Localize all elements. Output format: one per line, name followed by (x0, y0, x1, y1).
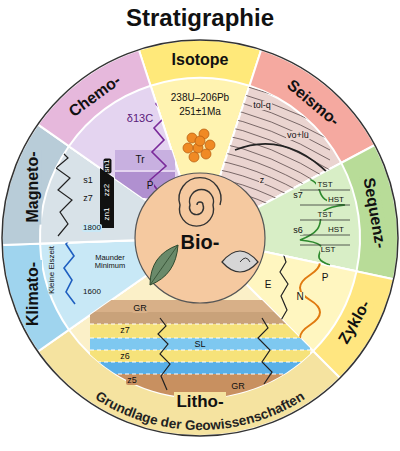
heading-text: Klimato- (24, 262, 41, 326)
caption: Grundlage der Geowissenschaften (93, 388, 307, 433)
magnetic-log (56, 150, 114, 236)
polarity-bar (100, 152, 114, 228)
section-label: zz2 (103, 183, 111, 197)
climate-curve-line (64, 222, 76, 304)
section-label: E (264, 280, 273, 290)
section-label: SL (193, 340, 206, 349)
sequence-boundary (300, 235, 350, 236)
stratum (90, 350, 310, 362)
sector-heading: Litho- (174, 392, 225, 411)
gamma-log (158, 318, 170, 390)
title: Stratigraphie (126, 6, 274, 30)
section-label: P (321, 273, 330, 283)
section-label: Kleine Eiszeit (48, 245, 56, 295)
leaf-vein (150, 245, 178, 285)
sequence-boundary (300, 190, 350, 191)
nucleon (189, 152, 199, 162)
section-label: 1800 (82, 224, 102, 232)
section-label: N (295, 292, 304, 302)
sector-heading: Isotope (170, 51, 231, 69)
section-label: Tr (134, 155, 145, 165)
sequence-boundary (300, 205, 350, 206)
section-label: z6 (119, 352, 131, 361)
climate-curve (64, 222, 76, 304)
ammonite (179, 178, 221, 226)
section-label: z7 (119, 326, 131, 335)
stratum (90, 362, 310, 374)
heading-text: Magneto- (24, 151, 41, 222)
section-label: P (146, 181, 155, 191)
stratum (90, 338, 310, 350)
stratum-boundary (90, 338, 310, 339)
seismic-reflector (215, 115, 330, 160)
section-label: z (259, 176, 266, 185)
shell-fossil (222, 251, 258, 272)
section-label: TST (316, 211, 333, 219)
section-label: GR (132, 304, 148, 313)
seismic-horizon (235, 144, 330, 175)
stratum (90, 312, 310, 324)
nucleon (201, 149, 211, 159)
section-label: δ13C (126, 113, 154, 124)
caption-text-holder: Grundlage der Geowissenschaften (93, 388, 307, 433)
section-label: s1 (82, 176, 94, 185)
sector-heading: Klimato- (24, 260, 42, 328)
sequence-curves (290, 175, 350, 265)
magnetic-curve (56, 150, 72, 236)
section-label: vo+lü (286, 131, 310, 140)
isotope-atom (183, 129, 215, 162)
sequence-boundary (300, 220, 350, 221)
section-label: z5 (126, 376, 138, 385)
section-label: GR (230, 382, 246, 391)
section-label: tol-q (252, 101, 272, 110)
stratum-boundary (90, 362, 310, 363)
section-label: HST (327, 226, 345, 234)
heading-text: Litho- (176, 392, 223, 411)
section-label: TST (316, 181, 333, 189)
section-label: sn1 (103, 159, 111, 174)
seismic-reflector (215, 124, 330, 170)
leaf-fossil (150, 245, 178, 285)
nucleon (205, 140, 215, 150)
section-label: s7 (292, 191, 304, 200)
shell-hinge (240, 258, 250, 262)
wheel-outline (2, 40, 398, 436)
nucleon (195, 136, 205, 146)
stratum-boundary (90, 374, 310, 375)
heading-text: Isotope (172, 51, 229, 68)
section-label: 238U–206Pb (170, 93, 230, 103)
heading-text: Bio- (181, 231, 220, 253)
section-label: Maunder Minimum (89, 254, 131, 270)
section-label: z7 (82, 194, 94, 203)
section-label: s6 (292, 226, 304, 235)
bio-circle (135, 173, 265, 303)
center-circle-label: Bio- (179, 231, 222, 253)
stratum-boundary (90, 324, 310, 325)
sector-heading: Magneto- (24, 149, 42, 224)
stratum-boundary (90, 350, 310, 351)
section-label: zn1 (103, 207, 111, 222)
stratum (90, 324, 310, 338)
section-label: LST (320, 246, 337, 254)
section-label: 251±1Ma (178, 107, 222, 117)
section-label: HST (327, 196, 345, 204)
gamma-log (258, 318, 272, 384)
lithology-section (90, 300, 310, 400)
nucleon (183, 143, 193, 153)
section-label: 1600 (82, 288, 102, 296)
